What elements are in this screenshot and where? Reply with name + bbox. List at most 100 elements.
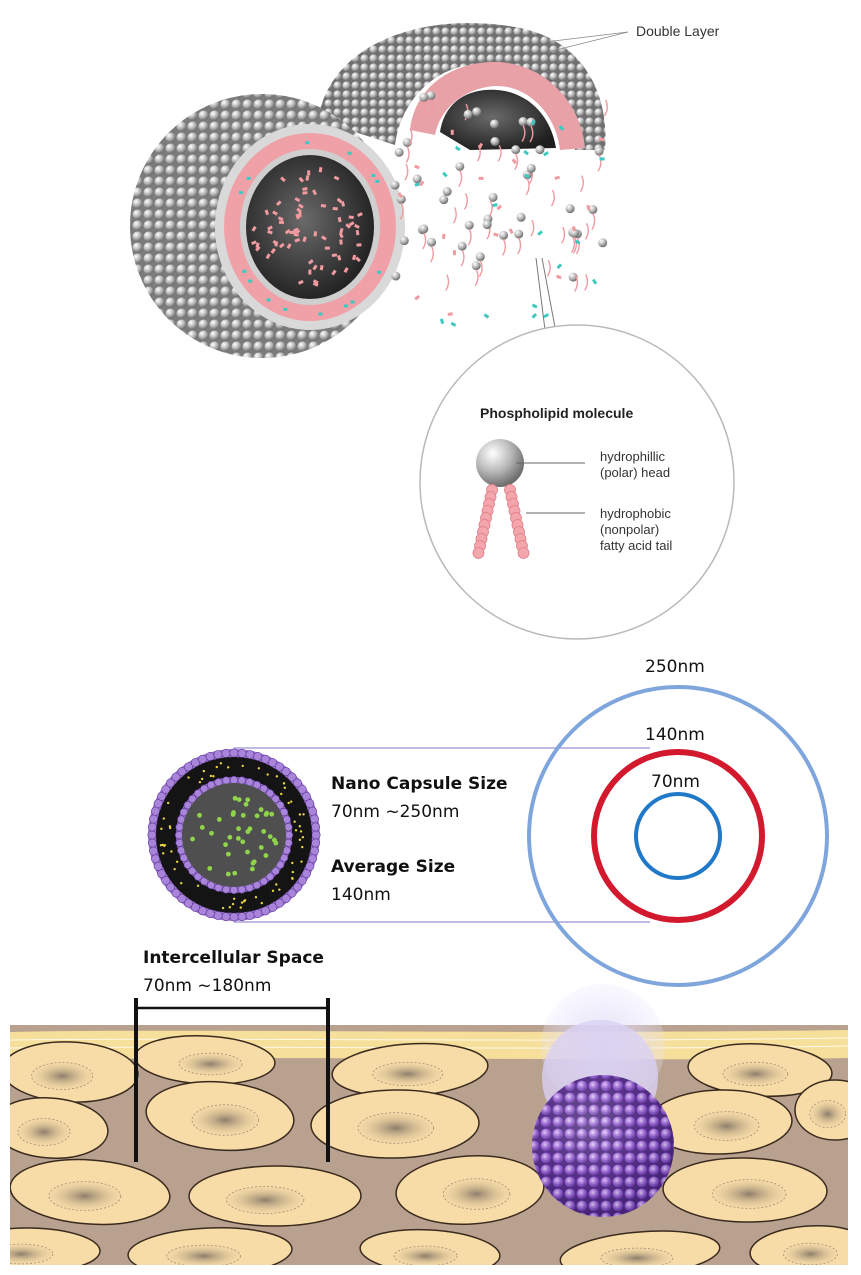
scattered-head: [439, 195, 449, 205]
bilayer-cyan-particle: [347, 151, 352, 155]
shell-dot: [275, 883, 278, 886]
scattered-tail: [571, 236, 576, 253]
scattered-tail: [530, 219, 535, 237]
shell-dot: [212, 775, 215, 778]
lipid-bead: [253, 908, 263, 918]
lipid-bead: [188, 866, 197, 876]
lipid-bead: [307, 854, 317, 864]
lipid-bead: [292, 778, 302, 788]
lipid-bead: [265, 872, 275, 881]
scattered-tail: [497, 145, 502, 162]
scattered-head: [463, 109, 473, 119]
bilayer-cyan-particle: [305, 141, 310, 145]
lipid-bead: [301, 791, 311, 801]
lipid-bead: [174, 830, 184, 840]
scattered-tail: [546, 260, 551, 277]
core-particle: [243, 801, 249, 807]
shell-dot: [161, 843, 165, 847]
lipid-bead: [281, 893, 291, 903]
shell-dot: [168, 826, 172, 830]
core-particle: [223, 842, 228, 848]
core-flake: [267, 225, 273, 231]
scattered-particle: [439, 318, 445, 325]
core-particle: [216, 817, 222, 822]
average-size-title: Average Size: [331, 857, 455, 877]
shell-dot: [301, 836, 305, 839]
scattered-particle: [496, 204, 503, 211]
scattered-head: [472, 107, 482, 117]
fatty-acid-tails: [472, 484, 530, 559]
shell-dot: [175, 860, 179, 863]
core-flake: [294, 237, 301, 243]
shell-dot: [159, 844, 163, 847]
scattered-head: [482, 220, 492, 230]
scattered-tail: [572, 236, 578, 254]
lipid-bead: [190, 758, 200, 768]
upper-hemisphere-inner: [410, 61, 585, 150]
scattered-particle: [571, 226, 577, 232]
scattered-head: [475, 252, 485, 262]
lipid-bead: [268, 902, 278, 912]
lipid-bead: [292, 882, 302, 892]
lipid-bead: [229, 748, 239, 758]
cell-nucleus: [48, 1181, 122, 1211]
lipid-bead: [311, 838, 321, 848]
nano-capsule-shade: [532, 1075, 674, 1217]
core-flake: [286, 243, 292, 250]
lipid-bead: [183, 762, 193, 772]
scattered-head: [390, 180, 400, 190]
intercellular-title: Intercellular Space: [143, 948, 324, 968]
lipid-bead: [175, 838, 184, 847]
core-particle: [207, 865, 213, 871]
scattered-particle: [586, 204, 591, 211]
lipid-bead: [229, 775, 239, 785]
lipid-bead: [253, 752, 263, 762]
scattered-tail: [422, 232, 427, 250]
scattered-head: [594, 146, 604, 156]
shell-dot: [260, 901, 263, 905]
scattered-particle: [478, 142, 484, 149]
shell-dot: [289, 800, 293, 803]
cell-nucleus: [783, 1242, 838, 1265]
core-particle: [250, 866, 255, 872]
core-flake: [290, 230, 296, 234]
core-particle: [230, 812, 236, 817]
lipid-bead: [237, 912, 247, 922]
lipid-bead: [268, 758, 278, 768]
core-flake: [337, 255, 342, 261]
scattered-particle: [531, 303, 538, 309]
lipid-bead: [213, 910, 223, 920]
core-flake: [333, 175, 340, 181]
core-flake: [356, 243, 362, 247]
cell-nucleus: [600, 1247, 674, 1265]
core-flake: [339, 227, 344, 234]
shell-dot: [282, 782, 286, 785]
lipid-bead: [222, 776, 231, 785]
scattered-head: [419, 224, 429, 234]
shell-dot: [275, 775, 279, 778]
bilayer-cyan-particle: [246, 176, 251, 180]
core-particle: [258, 845, 264, 850]
lipid-bead: [190, 902, 200, 912]
scattered-tail: [458, 170, 463, 187]
capsule-core-particles: [190, 795, 279, 877]
tail-bead: [517, 547, 530, 559]
core-flake: [302, 191, 308, 195]
core-flake: [272, 210, 278, 216]
core-flake: [319, 264, 324, 271]
shell-dot: [173, 867, 176, 871]
scattered-tail: [529, 125, 534, 143]
lipid-bead: [237, 885, 246, 894]
lipid-bead: [171, 772, 181, 782]
scattered-tail: [467, 228, 472, 246]
lipid-bead: [177, 893, 187, 903]
cell-nucleus: [166, 1244, 241, 1265]
scattered-head: [457, 241, 467, 251]
lipid-bead: [245, 910, 255, 920]
shell-dot: [240, 901, 244, 904]
scattered-head: [426, 91, 436, 101]
scattered-tail: [550, 189, 555, 207]
core-flake: [345, 223, 351, 229]
upper-hemisphere: [318, 22, 606, 150]
lipid-bead: [271, 866, 280, 876]
